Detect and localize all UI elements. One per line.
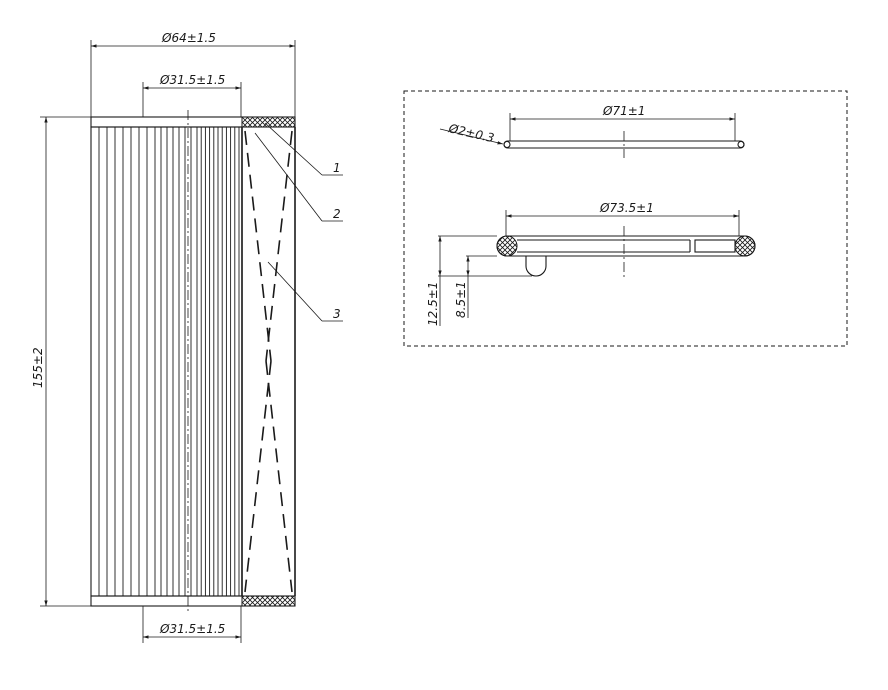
outer-diameter-dimension: Ø64±1.5: [90, 31, 296, 117]
inner-diameter-top-dimension: Ø31.5±1.5: [142, 73, 242, 117]
top-seal-hatch: [241, 116, 296, 128]
inner-diameter-top-label: Ø31.5±1.5: [159, 73, 225, 87]
height-inner-label: 8.5±1: [454, 281, 468, 318]
main-view: Ø64±1.5 Ø31.5±1.5 155±2: [31, 31, 343, 643]
height-total-label: 12.5±1: [426, 282, 440, 326]
callout-3: 3: [267, 261, 343, 322]
callout-1-label: 1: [333, 161, 341, 175]
inner-diameter-bottom-dimension: Ø31.5±1.5: [142, 606, 242, 643]
callout-2-label: 2: [333, 207, 341, 221]
detail-frame: [403, 90, 848, 347]
pleated-filter-media: [90, 126, 243, 597]
callout-2: 2: [254, 132, 343, 222]
section-view: [241, 127, 296, 596]
ring-diameter-label: Ø71±1: [602, 104, 645, 118]
outer-diameter-label: Ø64±1.5: [161, 31, 216, 45]
callout-3-label: 3: [333, 307, 341, 321]
callout-1: 1: [264, 122, 343, 176]
end-cap-detail: Ø73.5±1 12.5±1 8.5±1: [426, 201, 756, 326]
detail-view: Ø71±1 Ø2±0.3 Ø73.5±1: [403, 90, 848, 347]
o-ring-detail: Ø71±1 Ø2±0.3: [439, 104, 745, 158]
cap-diameter-label: Ø73.5±1: [599, 201, 654, 215]
height-label: 155±2: [31, 347, 45, 388]
height-dimension: 155±2: [31, 116, 91, 607]
wire-diameter-label: Ø2±0.3: [446, 121, 495, 145]
bottom-seal-hatch: [241, 595, 296, 607]
inner-diameter-bottom-label: Ø31.5±1.5: [159, 622, 225, 636]
